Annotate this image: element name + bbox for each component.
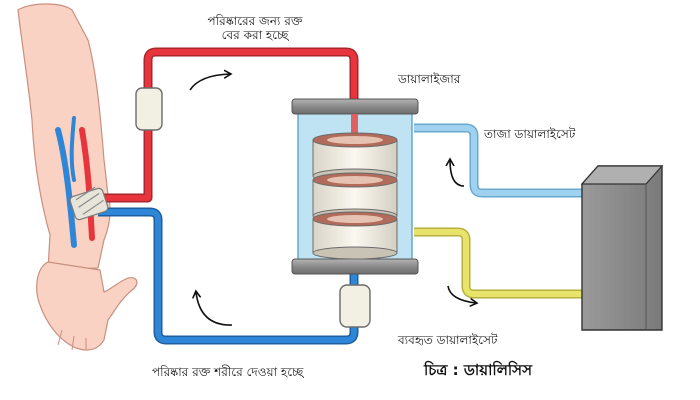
label-blood-out-line2: বের করা হচ্ছে — [221, 28, 289, 42]
label-blood-out-line1: পরিষ্কারের জন্য রক্ত — [207, 14, 303, 28]
arm-artery — [79, 127, 95, 241]
dialysis-machine — [580, 165, 664, 331]
arm — [17, 3, 111, 271]
label-dialyzer: ডায়ালাইজার — [398, 72, 461, 86]
dialyzer-cylinder-3 — [312, 211, 398, 260]
flow-arrow-used-dialysate — [447, 285, 476, 303]
label-fresh-dialysate: তাজা ডায়ালাইসেট — [484, 127, 576, 141]
dialyzer — [291, 98, 419, 275]
figure-caption: চিত্র : ডায়ালিসিস — [424, 361, 533, 379]
hand — [36, 261, 138, 351]
wrist-cuff — [69, 186, 109, 221]
blood-pump — [135, 87, 163, 131]
label-blood-out: পরিষ্কারের জন্য রক্ত বের করা হচ্ছে — [180, 14, 330, 42]
arm-vein — [55, 116, 77, 248]
flow-arrow-blood-return — [196, 292, 233, 326]
label-used-dialysate: ব্যবহৃত ডায়ালাইসেট — [398, 333, 498, 347]
flow-arrow-fresh-dialysate — [450, 160, 465, 187]
label-clean-blood-return: পরিষ্কার রক্ত শরীরে দেওয়া হচ্ছে — [152, 365, 304, 379]
return-filter — [339, 284, 371, 328]
flow-arrow-blood-out — [189, 74, 230, 91]
used-dialysate-tube — [414, 227, 582, 299]
